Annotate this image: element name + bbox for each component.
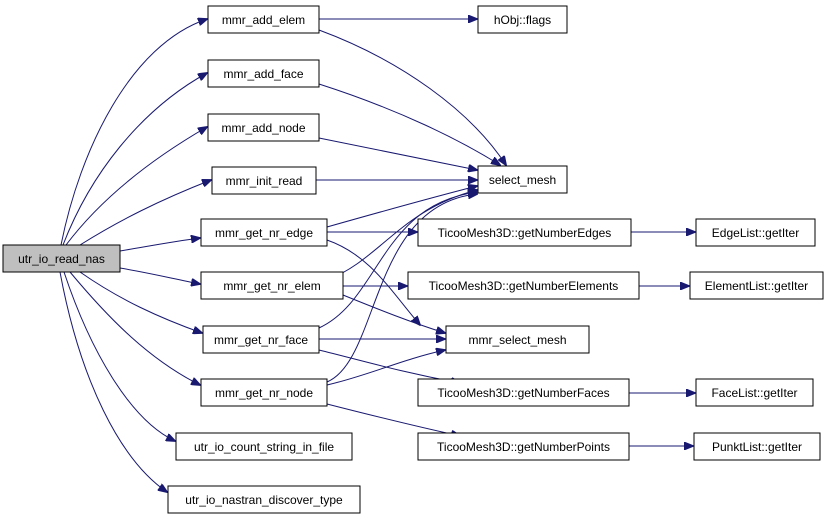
edge-root-to-mmr-init-read <box>79 180 211 246</box>
node-ticoo-get-number-faces[interactable]: TicooMesh3D::getNumberFaces <box>417 378 630 407</box>
node-mmr-add-face[interactable]: mmr_add_face <box>207 59 320 88</box>
node-label: utr_io_count_string_in_file <box>194 440 334 454</box>
node-label: mmr_add_elem <box>222 13 305 27</box>
edge-root-to-mmr-add-node <box>65 127 207 246</box>
edge-mmr-get-nr-elem-to-mmr-select-mesh <box>342 294 445 333</box>
node-edgelist-getiter[interactable]: EdgeList::getIter <box>695 218 816 247</box>
node-select-mesh[interactable]: select_mesh <box>477 165 568 194</box>
edge-root-to-mmr-add-elem <box>60 19 207 246</box>
node-label: utr_io_nastran_discover_type <box>185 493 343 507</box>
edge-mmr-get-nr-edge-to-select-mesh <box>326 186 477 228</box>
node-mmr-get-nr-face[interactable]: mmr_get_nr_face <box>202 325 320 354</box>
node-mmr-get-nr-edge[interactable]: mmr_get_nr_edge <box>200 218 328 247</box>
node-mmr-select-mesh[interactable]: mmr_select_mesh <box>445 325 590 354</box>
edge-root-to-mmr-get-nr-elem <box>119 267 200 284</box>
node-label: FaceList::getIter <box>711 386 797 400</box>
node-label: mmr_add_face <box>223 67 303 81</box>
node-mmr-get-nr-node[interactable]: mmr_get_nr_node <box>200 378 328 407</box>
node-label: mmr_add_node <box>221 121 305 135</box>
edge-mmr-get-nr-node-to-ticoo-points <box>326 403 460 436</box>
node-label: mmr_get_nr_face <box>214 333 308 347</box>
node-label: mmr_select_mesh <box>468 333 566 347</box>
edge-mmr-get-nr-edge-to-mmr-select-mesh <box>326 239 420 325</box>
edge-root-to-utr-io-nastran-discover <box>59 271 167 492</box>
edges <box>59 19 695 492</box>
node-ticoo-get-number-elements[interactable]: TicooMesh3D::getNumberElements <box>407 271 640 300</box>
node-label: TicooMesh3D::getNumberPoints <box>437 440 610 454</box>
node-label: mmr_get_nr_elem <box>223 279 320 293</box>
edge-root-to-mmr-get-nr-face <box>79 271 202 333</box>
node-mmr-add-node[interactable]: mmr_add_node <box>207 113 320 142</box>
edge-root-to-mmr-get-nr-node <box>69 271 200 385</box>
edge-mmr-get-nr-node-to-select-mesh <box>326 194 477 383</box>
edge-root-to-utr-io-count-string <box>63 271 175 441</box>
node-utr-io-nastran-discover-type[interactable]: utr_io_nastran_discover_type <box>167 485 361 514</box>
node-utr-io-count-string-in-file[interactable]: utr_io_count_string_in_file <box>175 432 353 461</box>
edge-mmr-add-node-to-select-mesh <box>318 137 477 170</box>
node-label: TicooMesh3D::getNumberFaces <box>437 386 609 400</box>
node-ticoo-get-number-edges[interactable]: TicooMesh3D::getNumberEdges <box>417 218 632 247</box>
node-label: TicooMesh3D::getNumberEdges <box>438 226 612 240</box>
node-facelist-getiter[interactable]: FaceList::getIter <box>695 378 814 407</box>
node-label: TicooMesh3D::getNumberElements <box>429 279 619 293</box>
node-label: select_mesh <box>489 173 556 187</box>
node-label: mmr_get_nr_edge <box>215 226 313 240</box>
node-label: ElementList::getIter <box>705 279 808 293</box>
edge-mmr-get-nr-elem-to-select-mesh <box>326 190 477 281</box>
node-label: mmr_get_nr_node <box>215 386 313 400</box>
node-label: mmr_init_read <box>226 174 303 188</box>
edge-mmr-get-nr-node-to-mmr-select-mesh <box>326 350 445 386</box>
node-ticoo-get-number-points[interactable]: TicooMesh3D::getNumberPoints <box>417 432 630 461</box>
edge-root-to-mmr-add-face <box>62 73 207 246</box>
node-elementlist-getiter[interactable]: ElementList::getIter <box>689 271 824 300</box>
edge-root-to-mmr-get-nr-edge <box>119 238 200 252</box>
node-label: hObj::flags <box>494 13 551 27</box>
node-label: utr_io_read_nas <box>18 252 105 266</box>
node-label: EdgeList::getIter <box>712 226 799 240</box>
edge-mmr-add-elem-to-select-mesh <box>318 29 506 165</box>
edge-mmr-add-face-to-select-mesh <box>318 83 500 165</box>
node-hobj-flags[interactable]: hObj::flags <box>477 5 568 34</box>
node-mmr-get-nr-elem[interactable]: mmr_get_nr_elem <box>200 271 344 300</box>
node-punktlist-getiter[interactable]: PunktList::getIter <box>693 432 821 461</box>
node-utr-io-read-nas[interactable]: utr_io_read_nas <box>2 244 121 273</box>
edge-mmr-get-nr-face-to-select-mesh <box>318 192 477 329</box>
node-mmr-add-elem[interactable]: mmr_add_elem <box>207 5 320 34</box>
node-mmr-init-read[interactable]: mmr_init_read <box>211 166 317 195</box>
node-label: PunktList::getIter <box>712 440 802 454</box>
